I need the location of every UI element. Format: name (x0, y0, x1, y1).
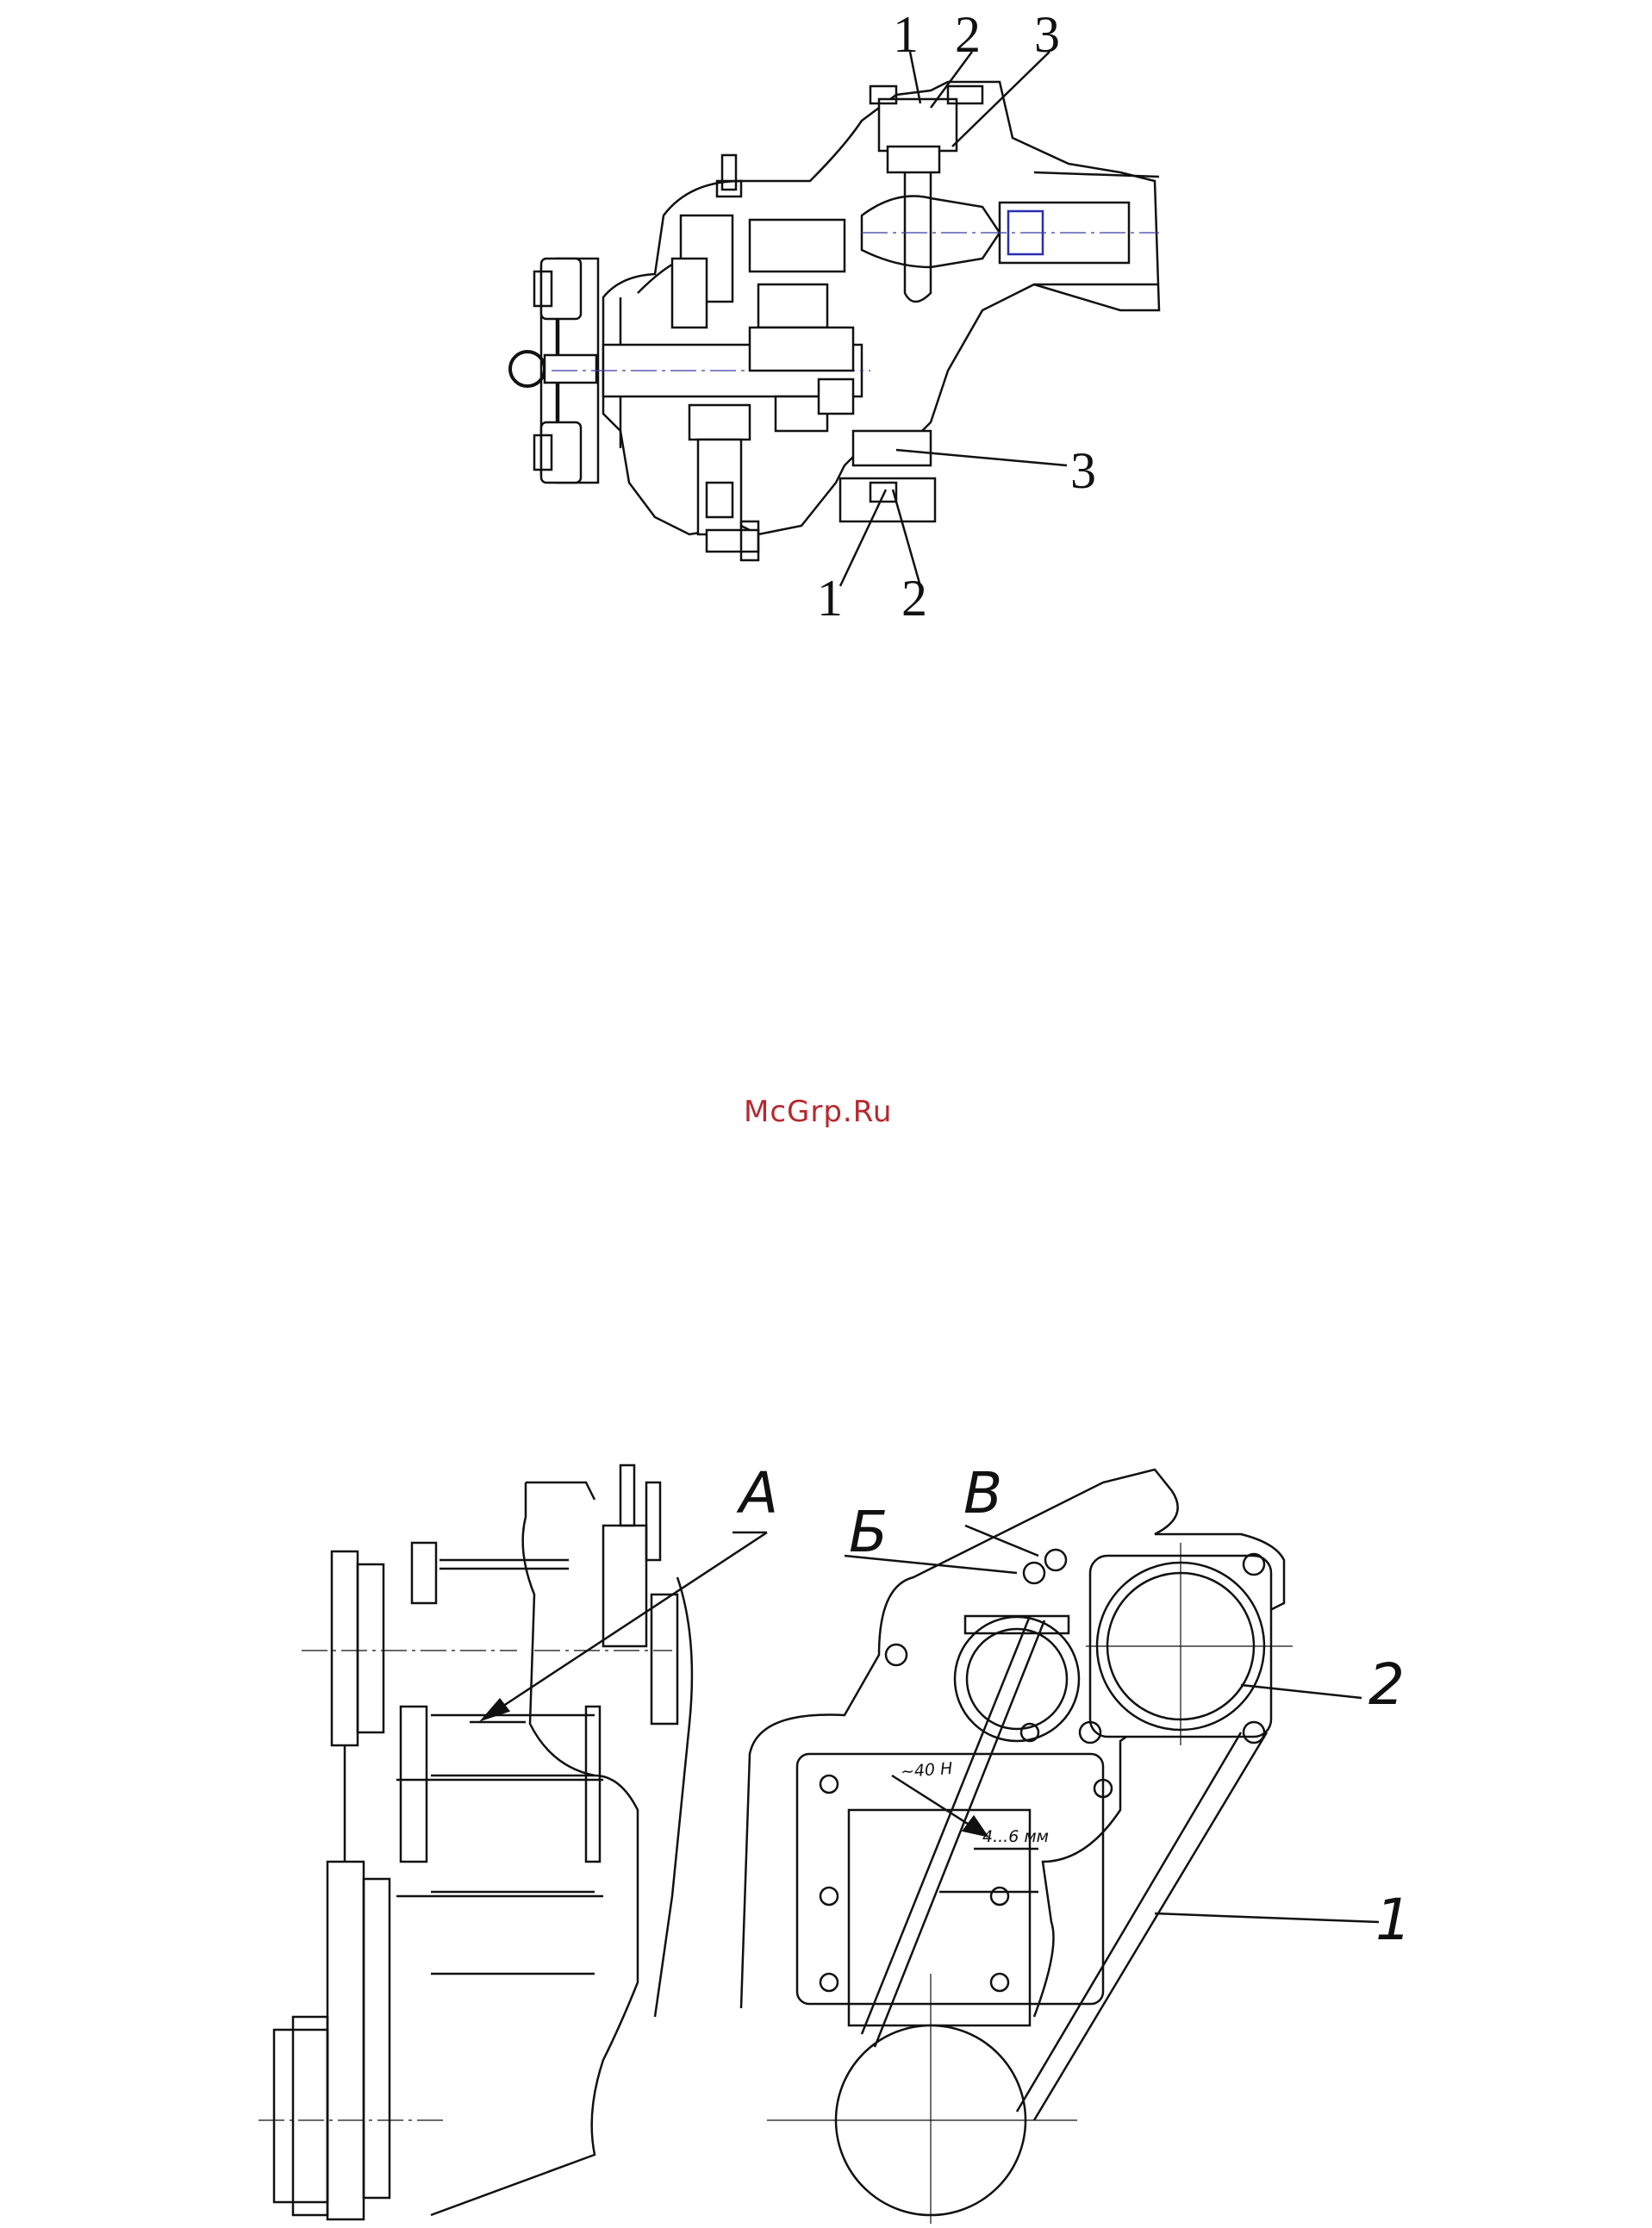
side-view (259, 1465, 767, 2219)
label-b: Б (849, 1504, 888, 1561)
front-view (741, 1470, 1379, 2224)
label-2: 2 (1368, 1657, 1405, 1713)
deflection-dimension: 4...6 мм (982, 1827, 1049, 1846)
label-1: 1 (1375, 1892, 1412, 1949)
label-v: В (963, 1465, 1002, 1522)
force-dimension: ~40 Н (900, 1759, 953, 1782)
label-a: А (739, 1465, 778, 1522)
